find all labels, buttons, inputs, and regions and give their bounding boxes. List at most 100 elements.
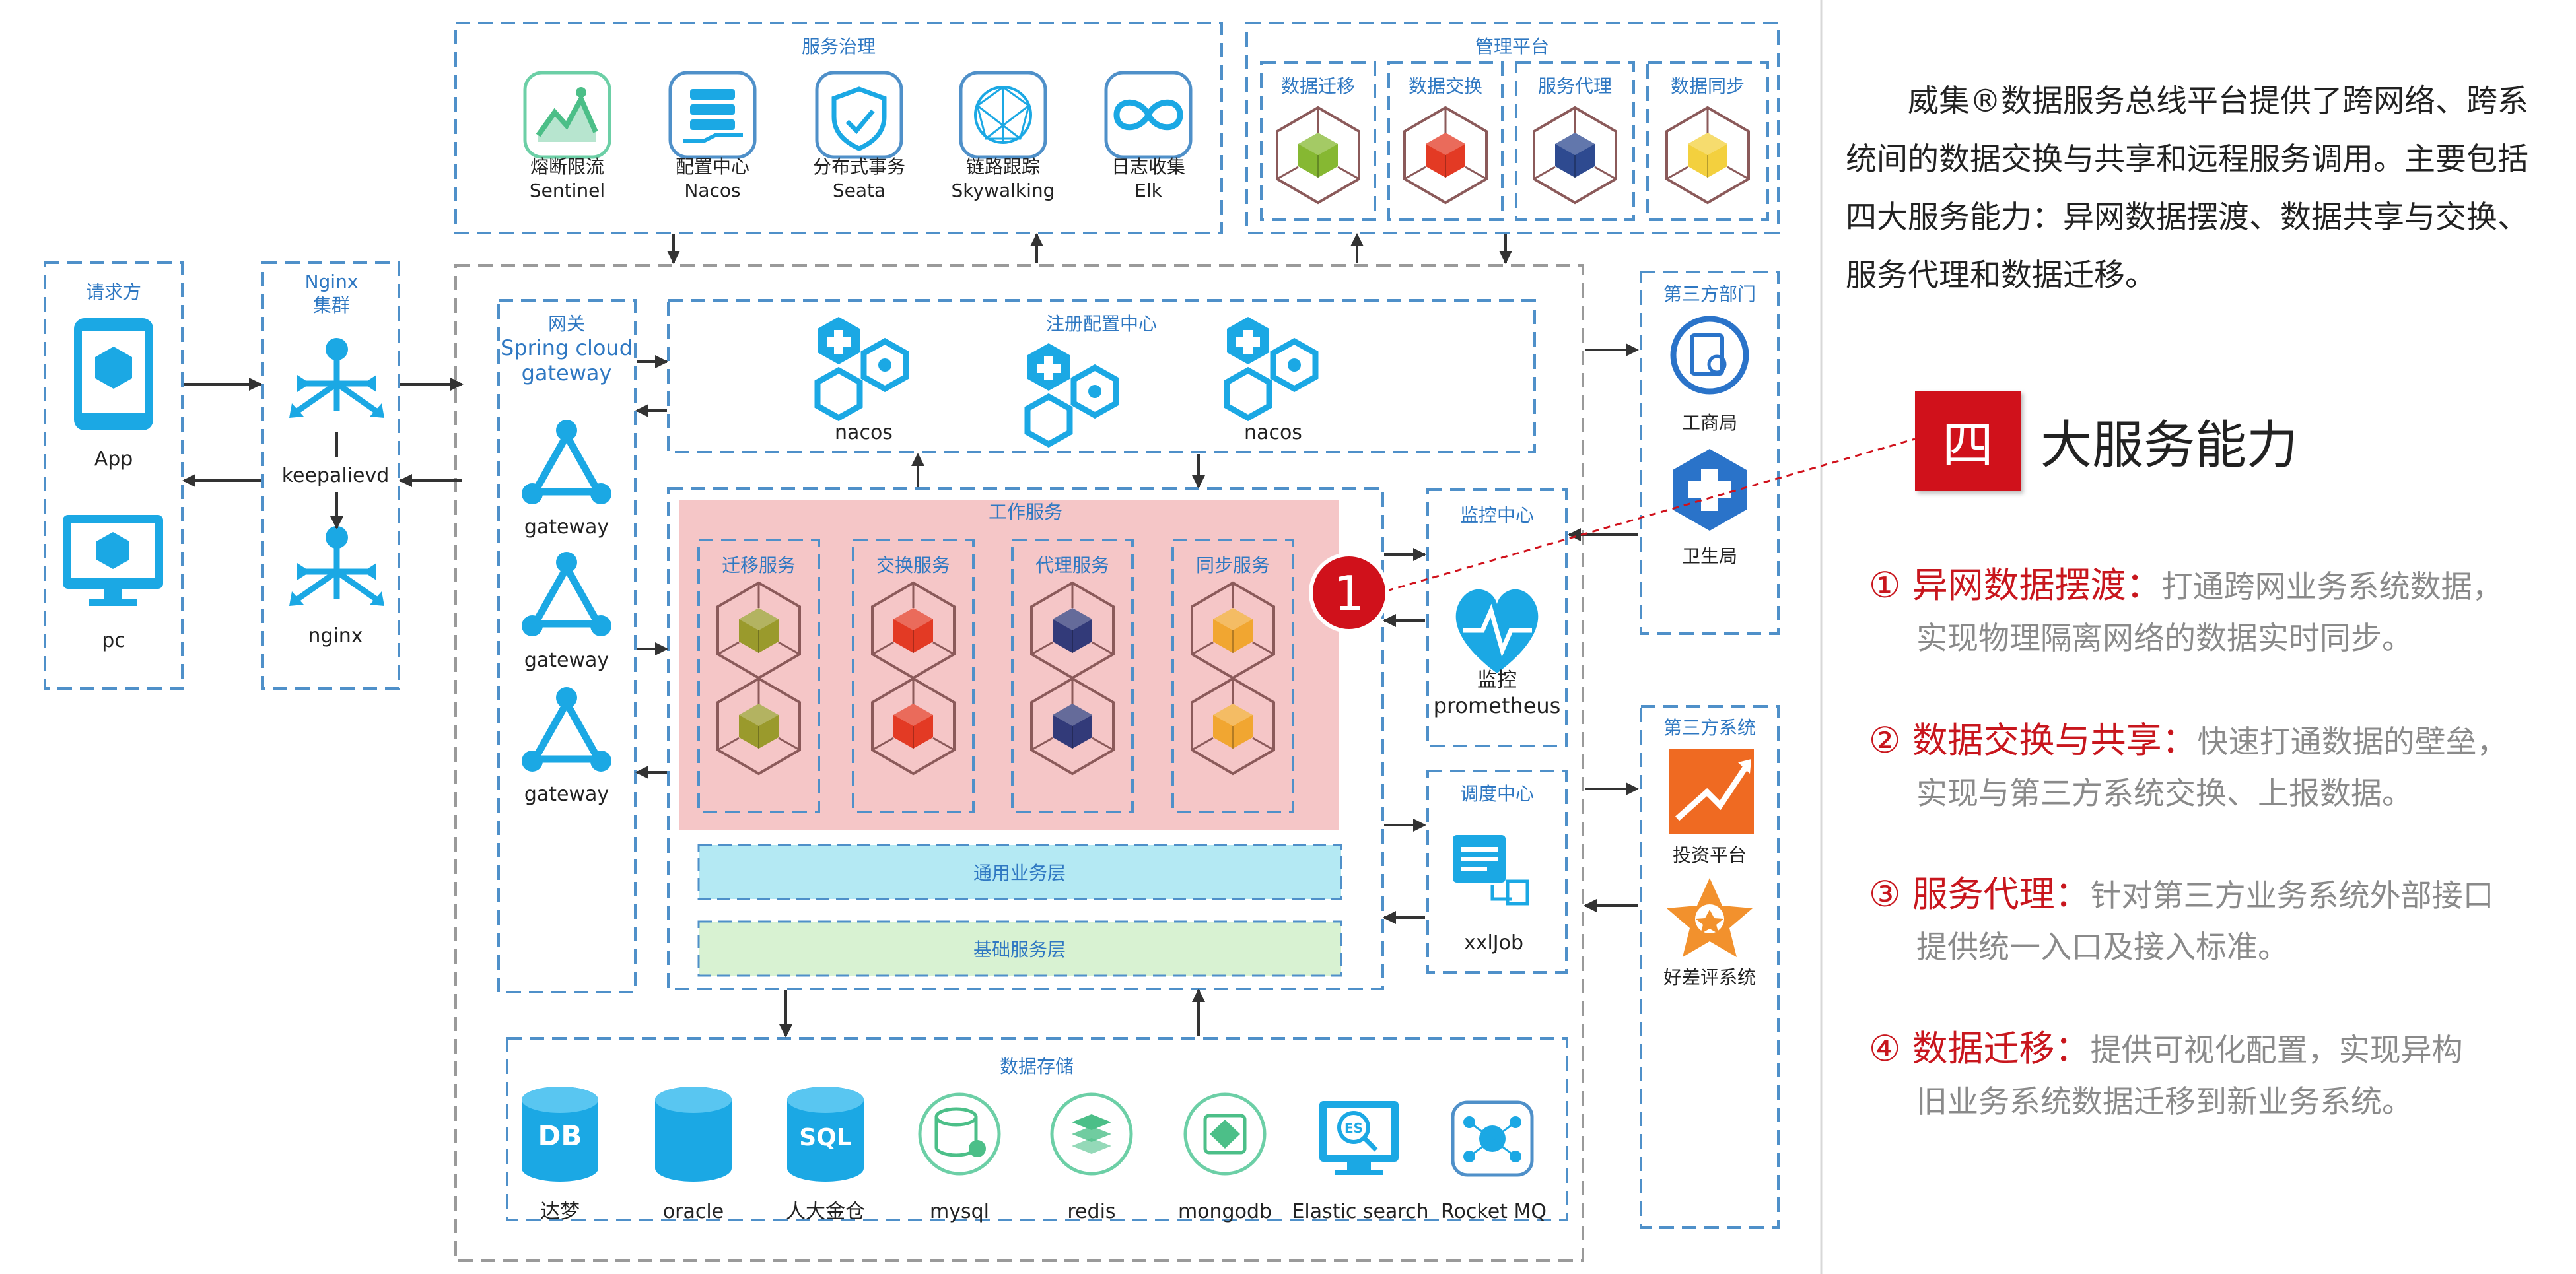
gateway-icon-1 [522, 420, 611, 504]
gov-sub-0: Sentinel [530, 180, 605, 201]
svg-text:ES: ES [1344, 1120, 1363, 1136]
capability-item-4: ④ 数据迁移：提供可视化配置，实现异构 旧业务系统数据迁移到新业务系统。 [1869, 1023, 2562, 1128]
storage-label-3: mysql [930, 1200, 989, 1223]
capability-line1-2: 快速打通数据的壁垒， [2197, 724, 2508, 760]
gateway-title-2: Spring cloud [501, 335, 633, 360]
storage-label-7: Rocket MQ [1441, 1200, 1547, 1223]
gov-sub-3: Skywalking [952, 180, 1055, 201]
work-col-3: 同步服务 [1196, 554, 1270, 576]
mgmt-item-3: 数据同步 [1671, 75, 1745, 97]
mgmt-proxy-cube-icon [1533, 106, 1617, 204]
common-layer-label: 通用业务层 [973, 862, 1066, 884]
third-dept-1: 卫生局 [1682, 545, 1737, 567]
nacos-config-icon [668, 71, 757, 159]
description-text: 威集®数据服务总线平台提供了跨网络、跨系统间的数据交换与共享和远程服务调用。主要… [1846, 83, 2528, 294]
work-area-box [667, 487, 1384, 990]
capability-line1-1: 打通跨网业务系统数据， [2161, 569, 2503, 605]
common-layer [697, 844, 1342, 900]
gateway-icon-2 [522, 552, 611, 636]
monitor-pc-icon [63, 515, 163, 606]
monitor-label-2: prometheus [1434, 693, 1561, 718]
mgmt-sync-cube-icon [1665, 106, 1750, 204]
seata-icon [815, 71, 903, 159]
third-sys-1: 好差评系统 [1663, 966, 1756, 988]
storage-label-5: mongodb [1178, 1200, 1272, 1223]
capabilities-heading: 四 大服务能力 [1915, 391, 2298, 491]
rocketmq-icon [1451, 1100, 1534, 1177]
client-app-label: App [94, 448, 133, 471]
svg-text:SQL: SQL [799, 1124, 851, 1151]
third-sys-box [1640, 705, 1780, 1229]
storage-label-2: 人大金仓 [786, 1200, 865, 1223]
capability-head-2: ② 数据交换与共享： [1869, 720, 2198, 761]
elasticsearch-icon: ES [1319, 1101, 1399, 1175]
storage-label-4: redis [1067, 1200, 1115, 1223]
capability-item-1: ① 异网数据摆渡：打通跨网业务系统数据， 实现物理隔离网络的数据实时同步。 [1869, 560, 2562, 665]
work-badge-number: 1 [1334, 566, 1364, 621]
capability-line1-4: 提供可视化配置，实现异构 [2090, 1032, 2463, 1069]
mgmt-migrate-cube-icon [1276, 106, 1360, 204]
storage-label-0: 达梦 [540, 1200, 580, 1223]
registry-title: 注册配置中心 [1046, 313, 1157, 335]
capability-item-2: ② 数据交换与共享：快速打通数据的壁垒， 实现与第三方系统交换、上报数据。 [1869, 715, 2562, 820]
base-layer-label: 基础服务层 [973, 939, 1066, 960]
capability-head-1: ① 异网数据摆渡： [1869, 564, 2162, 606]
gateway-title-3: gateway [522, 360, 612, 386]
scheduler-title: 调度中心 [1460, 783, 1534, 805]
governance-box [454, 22, 1223, 234]
work-col-2: 代理服务 [1035, 554, 1109, 576]
third-dept-box [1640, 271, 1780, 635]
third-sys-0: 投资平台 [1673, 844, 1747, 866]
third-sys-title: 第三方系统 [1663, 717, 1756, 739]
nacos-icon-3 [1227, 317, 1315, 418]
registry-box [667, 299, 1536, 453]
gateway-label-3: gateway [524, 783, 609, 806]
gov-name-0: 熔断限流 [530, 156, 604, 178]
capability-line2-4: 旧业务系统数据迁移到新业务系统。 [1916, 1084, 2413, 1120]
scheduler-box [1426, 770, 1568, 974]
capability-head-4: ④ 数据迁移： [1869, 1028, 2091, 1069]
client-pc-label: pc [102, 629, 125, 652]
monitor-box [1426, 488, 1568, 747]
investment-platform-icon [1669, 749, 1754, 834]
work-badge [1309, 553, 1389, 633]
gateway-title-1: 网关 [548, 313, 585, 335]
heart-pulse-icon [1455, 589, 1539, 673]
monitor-title: 监控中心 [1460, 504, 1534, 526]
management-title: 管理平台 [1475, 36, 1549, 57]
nginx-title-2: 集群 [313, 294, 350, 316]
mongodb-icon [1185, 1094, 1265, 1174]
gov-sub-1: Nacos [684, 180, 740, 201]
management-box [1245, 22, 1780, 234]
work-col-0: 迁移服务 [722, 554, 796, 576]
third-dept-0: 工商局 [1682, 412, 1737, 434]
oracle-db-icon [655, 1087, 732, 1182]
business-bureau-icon [1670, 316, 1749, 395]
elk-icon [1104, 71, 1193, 159]
redis-icon [1052, 1094, 1131, 1174]
gov-sub-4: Elk [1134, 180, 1162, 201]
base-layer [697, 920, 1342, 977]
gov-name-2: 分布式事务 [813, 156, 905, 178]
mgmt-exchange-cube-icon [1403, 106, 1488, 204]
phone-icon [74, 318, 153, 430]
nacos-icon-2 [1027, 343, 1116, 444]
nginx-label: nginx [308, 624, 363, 648]
mgmt-item-1: 数据交换 [1409, 75, 1482, 97]
capabilities-badge: 四 [1915, 391, 2021, 491]
storage-label-6: Elastic search [1292, 1200, 1428, 1223]
mgmt-item-0: 数据迁移 [1281, 75, 1355, 97]
monitor-label-1: 监控 [1477, 669, 1517, 692]
rating-system-icon [1667, 878, 1753, 957]
svg-text:DB: DB [538, 1120, 582, 1152]
storage-label-1: oracle [663, 1200, 724, 1223]
core-box [454, 264, 1584, 1262]
nacos-label-3: nacos [1244, 421, 1302, 444]
keepalived-node-icon [289, 338, 384, 418]
nacos-icon-1 [818, 317, 906, 418]
sentinel-icon [523, 71, 611, 159]
governance-title: 服务治理 [802, 36, 876, 57]
capability-line2-1: 实现物理隔离网络的数据实时同步。 [1916, 620, 2413, 657]
mgmt-item-2: 服务代理 [1538, 75, 1612, 97]
mysql-icon [920, 1094, 999, 1174]
